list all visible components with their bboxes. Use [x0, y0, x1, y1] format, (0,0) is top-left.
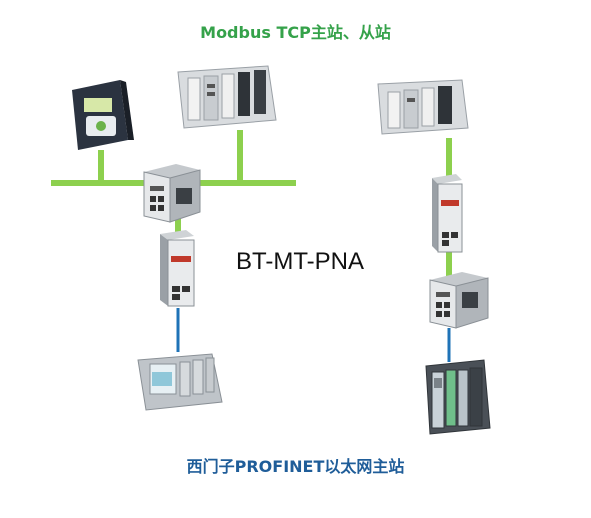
profinet-links — [176, 308, 451, 362]
ethernet-links — [51, 130, 452, 276]
ethernet-switch-right-icon — [429, 272, 489, 329]
diagram-title-top: Modbus TCP主站、从站 — [200, 23, 391, 42]
ethernet-switch-left-icon — [143, 164, 201, 223]
gateway-right-icon — [432, 174, 463, 253]
gateway-left-icon — [160, 230, 195, 307]
gateway-model-label: BT-MT-PNA — [236, 248, 365, 275]
modbus-drive-icon — [72, 80, 134, 150]
siemens-plc-right-icon — [425, 359, 491, 435]
diagram-title-bottom: 西门子PROFINET以太网主站 — [186, 457, 405, 476]
modbus-plc-left-icon — [177, 65, 277, 129]
modbus-plc-right-icon — [377, 79, 469, 135]
siemens-plc-left-icon — [137, 353, 223, 411]
